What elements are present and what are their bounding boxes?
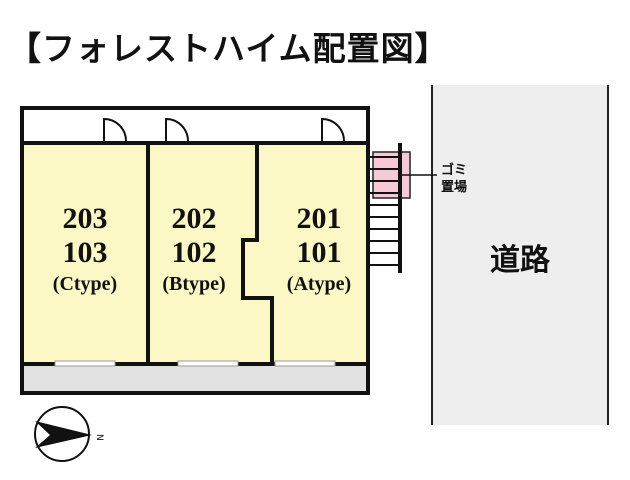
- building: 203 103 (Ctype) 202 102 (Btype) 201 101 …: [20, 106, 370, 395]
- svg-text:101: 101: [297, 236, 342, 269]
- room-label-201: 201 101 (Atype): [287, 202, 351, 295]
- stairs: [370, 143, 402, 273]
- garbage-label: ゴミ: [441, 162, 467, 178]
- svg-text:202: 202: [172, 202, 217, 235]
- svg-text:103: 103: [63, 236, 108, 269]
- svg-text:(Atype): (Atype): [287, 273, 351, 295]
- room-201-101: [244, 145, 366, 363]
- door-icon: [321, 117, 345, 142]
- svg-text:203: 203: [63, 202, 108, 235]
- room-203-103: [24, 145, 148, 363]
- door-icon: [103, 117, 127, 142]
- page-title: 【フォレストハイム配置図】: [8, 29, 449, 68]
- road: 道路: [431, 85, 609, 425]
- garbage-label-2: 置場: [441, 179, 467, 195]
- doors: [103, 117, 345, 142]
- svg-text:(Btype): (Btype): [162, 273, 225, 295]
- room-label-202: 202 102 (Btype): [162, 202, 225, 295]
- windows: [54, 360, 336, 367]
- north-label: N: [94, 434, 104, 441]
- road-label: 道路: [490, 243, 551, 278]
- room-label-203: 203 103 (Ctype): [53, 202, 117, 295]
- svg-text:201: 201: [297, 202, 342, 235]
- svg-text:102: 102: [172, 236, 217, 269]
- svg-text:(Ctype): (Ctype): [53, 273, 117, 295]
- door-icon: [165, 117, 189, 142]
- compass-icon: N: [34, 406, 104, 462]
